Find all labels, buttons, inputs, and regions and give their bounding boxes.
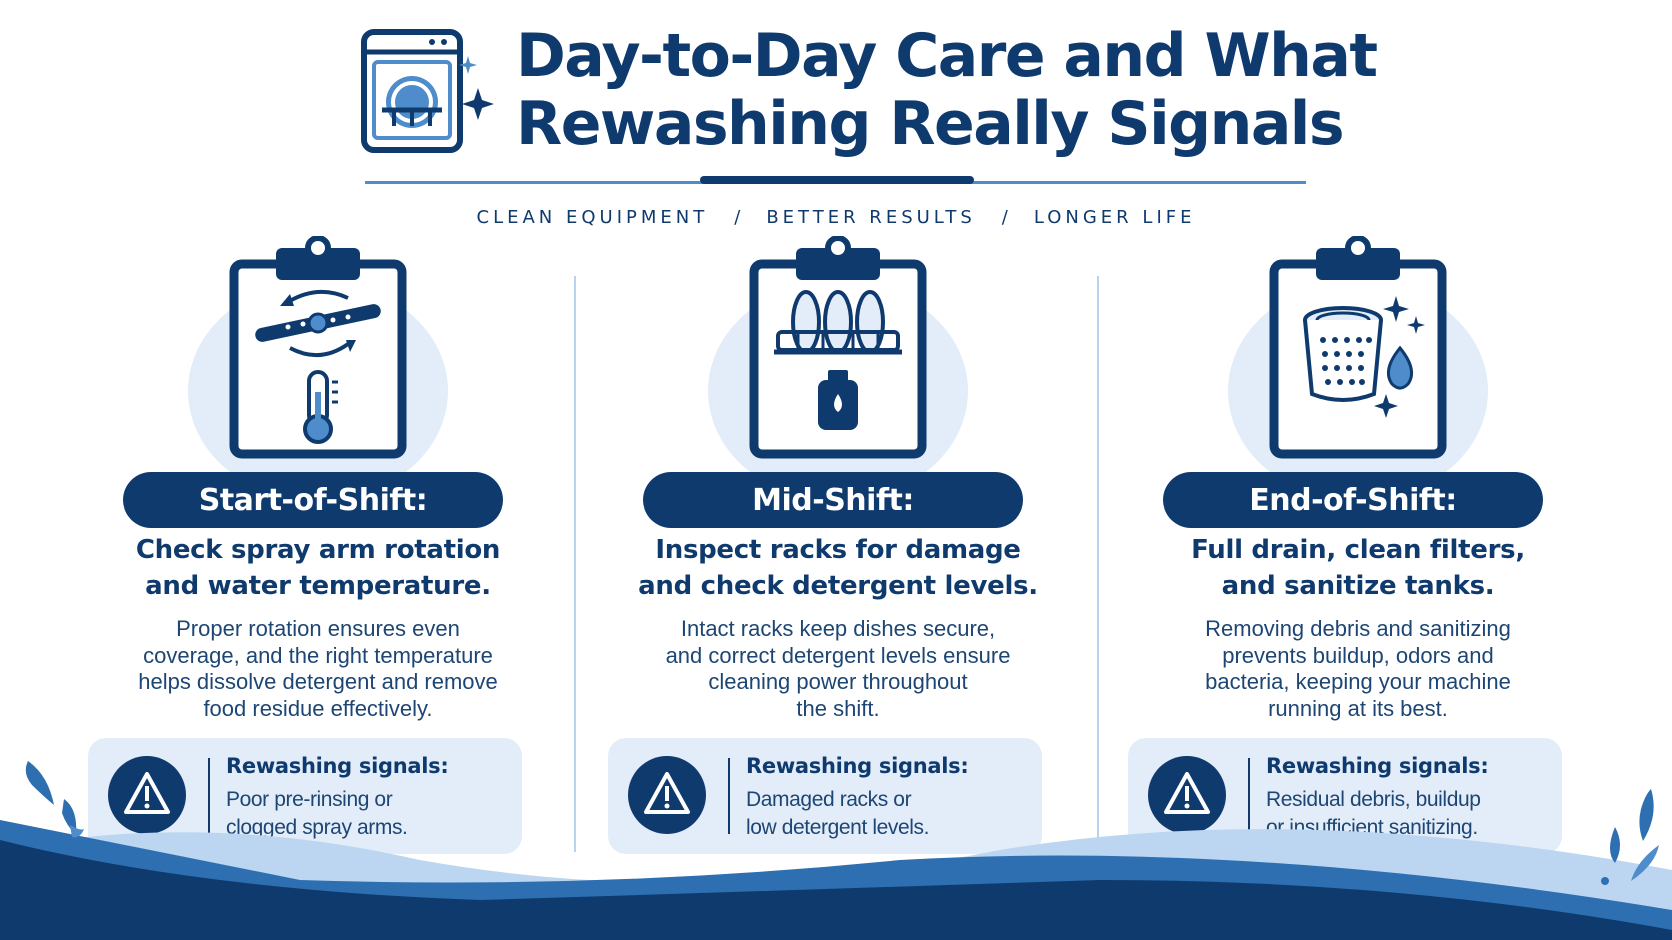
sparkle-icon bbox=[1407, 316, 1425, 334]
spray-arm-icon bbox=[255, 289, 381, 358]
section-subheading: Full drain, clean filters, and sanitize … bbox=[1108, 532, 1608, 604]
description-line: bacteria, keeping your machine bbox=[1205, 669, 1511, 694]
signals-line: clogged spray arms. bbox=[226, 816, 408, 839]
description-line: running at its best. bbox=[1268, 695, 1448, 721]
tagline-item-1: CLEAN EQUIPMENT bbox=[476, 207, 709, 228]
thermometer-icon bbox=[303, 370, 338, 444]
column-mid-shift: Mid-Shift: Inspect racks for damage and … bbox=[588, 236, 1088, 856]
signals-divider bbox=[208, 758, 210, 834]
sparkle-icon bbox=[1374, 394, 1398, 418]
column-divider bbox=[574, 276, 576, 852]
signals-line: Residual debris, buildup bbox=[1266, 788, 1481, 811]
subheading-line: and sanitize tanks. bbox=[1221, 571, 1495, 601]
section-subheading: Check spray arm rotation and water tempe… bbox=[68, 532, 568, 604]
tagline-separator: / bbox=[1001, 207, 1008, 228]
description-line: coverage, and the right temperature bbox=[143, 642, 493, 668]
column-end-of-shift: End-of-Shift: Full drain, clean filters,… bbox=[1108, 236, 1608, 856]
subheading-line: Inspect racks for damage bbox=[655, 535, 1021, 565]
clipboard-icon bbox=[229, 236, 407, 459]
clipboard-icon bbox=[749, 236, 927, 459]
section-heading: End-of-Shift: bbox=[1163, 472, 1543, 528]
water-splash-icon bbox=[25, 761, 89, 848]
column-divider bbox=[1097, 276, 1099, 852]
description-line: the shift. bbox=[796, 695, 880, 721]
signals-text: Damaged racks or low detergent levels. bbox=[746, 786, 1036, 842]
description-line: prevents buildup, odors and bbox=[1222, 642, 1494, 668]
title-underline-accent bbox=[700, 176, 974, 184]
tagline-separator: / bbox=[734, 207, 741, 228]
subheading-line: Full drain, clean filters, bbox=[1191, 535, 1525, 565]
clipboard-icon bbox=[1269, 236, 1447, 459]
description-line: food residue effectively. bbox=[203, 695, 433, 721]
detergent-bottle-icon bbox=[818, 370, 858, 430]
tagline-item-2: BETTER RESULTS bbox=[766, 207, 976, 228]
decorative-waves bbox=[0, 820, 1672, 940]
section-description: Removing debris and sanitizing prevents … bbox=[1118, 616, 1598, 722]
section-heading: Start-of-Shift: bbox=[123, 472, 503, 528]
warning-icon bbox=[1148, 756, 1226, 834]
filter-basket-icon bbox=[1303, 306, 1383, 402]
water-splash-icon bbox=[1601, 789, 1659, 885]
warning-icon bbox=[628, 756, 706, 834]
signals-title: Rewashing signals: bbox=[746, 754, 969, 778]
sparkle-icon bbox=[1383, 296, 1409, 322]
subheading-line: and water temperature. bbox=[145, 571, 491, 601]
tagline-item-3: LONGER LIFE bbox=[1033, 207, 1196, 228]
description-line: helps dissolve detergent and remove bbox=[138, 669, 498, 694]
signals-divider bbox=[728, 758, 730, 834]
subheading-line: Check spray arm rotation bbox=[135, 535, 501, 565]
tagline: CLEAN EQUIPMENT / BETTER RESULTS / LONGE… bbox=[0, 207, 1672, 228]
water-drop-icon bbox=[1386, 345, 1414, 390]
description-line: Intact racks keep dishes secure, bbox=[680, 616, 996, 641]
description-line: cleaning power throughout bbox=[708, 669, 968, 694]
description-line: and correct detergent levels ensure bbox=[665, 642, 1011, 668]
section-description: Proper rotation ensures even coverage, a… bbox=[78, 616, 558, 722]
warning-icon bbox=[108, 756, 186, 834]
signals-text: Poor pre-rinsing or clogged spray arms. bbox=[226, 786, 516, 842]
section-description: Intact racks keep dishes secure, and cor… bbox=[598, 616, 1078, 722]
dish-rack-icon bbox=[774, 290, 902, 355]
dishwasher-logo-icon bbox=[361, 29, 494, 153]
column-start-of-shift: Start-of-Shift: Check spray arm rotation… bbox=[68, 236, 568, 856]
section-heading: Mid-Shift: bbox=[643, 472, 1023, 528]
section-subheading: Inspect racks for damage and check deter… bbox=[588, 532, 1088, 604]
signals-divider bbox=[1248, 758, 1250, 834]
title-line-1: Day-to-Day Care and What bbox=[516, 21, 1378, 91]
signals-line: Damaged racks or bbox=[746, 788, 912, 811]
title-line-2: Rewashing Really Signals bbox=[516, 89, 1345, 159]
signals-line: Poor pre-rinsing or bbox=[226, 788, 393, 811]
description-line: Removing debris and sanitizing bbox=[1205, 616, 1511, 641]
subheading-line: and check detergent levels. bbox=[638, 571, 1038, 601]
header: Day-to-Day Care and What Rewashing Reall… bbox=[0, 0, 1672, 240]
description-line: Proper rotation ensures even bbox=[176, 616, 460, 641]
signals-title: Rewashing signals: bbox=[1266, 754, 1489, 778]
signals-title: Rewashing signals: bbox=[226, 754, 449, 778]
page-title: Day-to-Day Care and What Rewashing Reall… bbox=[516, 21, 1378, 159]
signals-line: low detergent levels. bbox=[746, 816, 930, 839]
rewashing-signals-box: Rewashing signals: Damaged racks or low … bbox=[608, 738, 1042, 854]
